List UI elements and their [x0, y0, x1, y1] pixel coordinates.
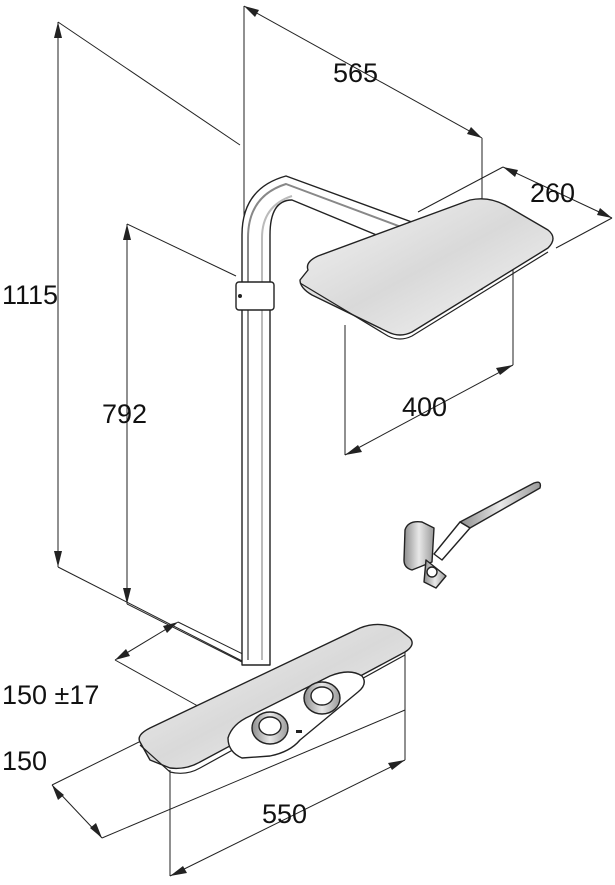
dim-260: 260 [530, 178, 575, 208]
dim-150-tolerance: 150 ±17 [2, 680, 99, 710]
dim-150: 150 [2, 746, 47, 776]
hand-shower-holder [403, 481, 542, 589]
overhead-shower [299, 198, 554, 340]
dim-400: 400 [402, 392, 447, 422]
thermostat-panel [138, 623, 413, 774]
dim-550: 550 [262, 799, 307, 829]
dim-565: 565 [333, 58, 378, 88]
flow-knob [303, 681, 341, 715]
dim-1115: 1115 [2, 280, 58, 310]
dimension-lines [51, 5, 613, 877]
temperature-knob [251, 711, 289, 745]
dim-792: 792 [102, 399, 147, 429]
